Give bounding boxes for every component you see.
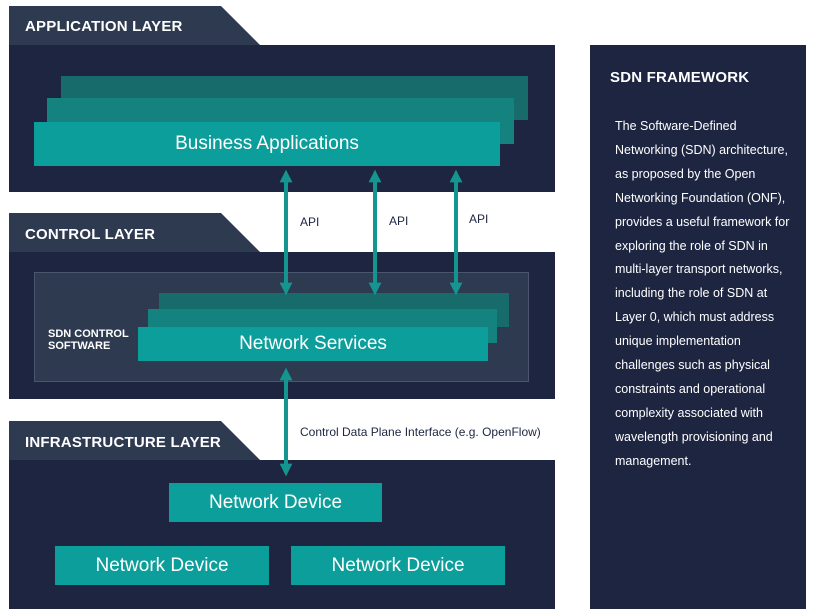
application-layer-title: APPLICATION LAYER: [25, 18, 183, 35]
application-layer-tab: [9, 6, 261, 46]
network-services-box: Network Services: [138, 327, 488, 361]
control-layer-title: CONTROL LAYER: [25, 226, 156, 243]
network-device-top: Network Device: [169, 483, 382, 522]
sdn-framework-sidebar: SDN FRAMEWORK The Software-Defined Netwo…: [590, 45, 806, 609]
network-device-bottom-right: Network Device: [291, 546, 505, 585]
sidebar-body: The Software-Defined Networking (SDN) ar…: [615, 119, 790, 468]
connector-arrows: [279, 169, 463, 477]
control-data-plane-interface-label: Control Data Plane Interface (e.g. OpenF…: [300, 425, 541, 439]
api-label-1: API: [300, 215, 320, 229]
control-layer-tab: [9, 213, 261, 253]
infrastructure-layer-title: INFRASTRUCTURE LAYER: [25, 434, 221, 451]
business-applications-box: Business Applications: [34, 122, 500, 166]
sidebar-title: SDN FRAMEWORK: [610, 69, 750, 86]
api-label-3: API: [469, 212, 489, 226]
sdn-control-software-label: SDN CONTROL SOFTWARE: [48, 328, 129, 352]
network-device-bottom-left: Network Device: [55, 546, 269, 585]
api-label-2: API: [389, 214, 409, 228]
infrastructure-layer-tab: [9, 421, 261, 461]
